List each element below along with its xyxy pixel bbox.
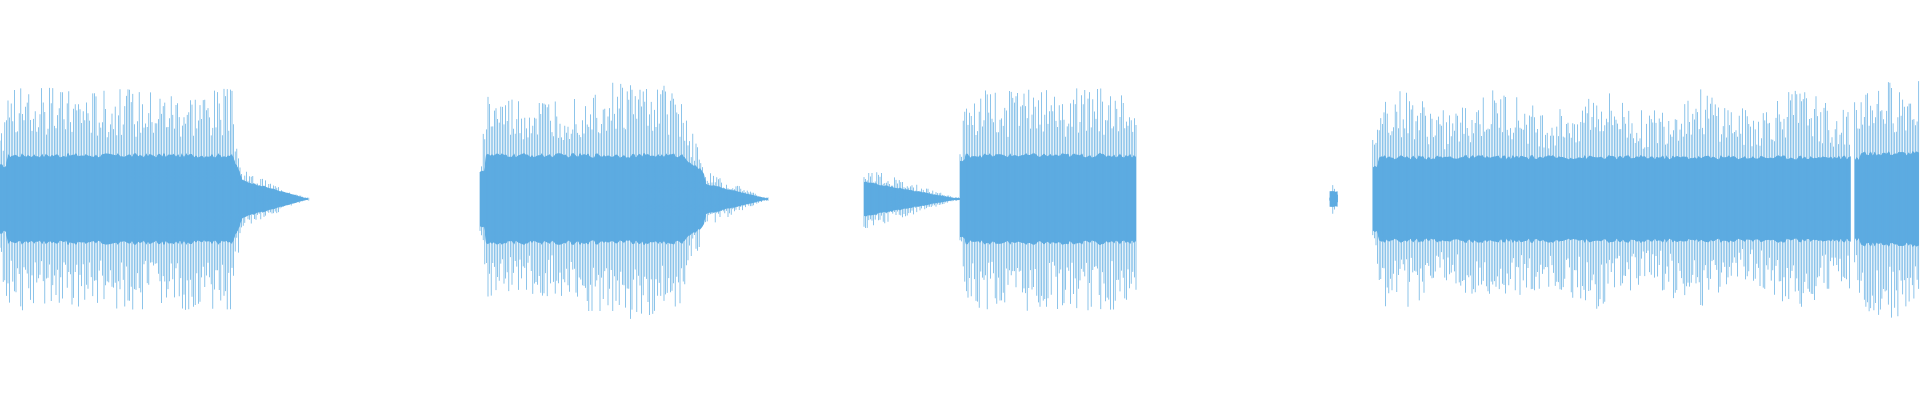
waveform-spikes: [0, 87, 310, 311]
waveform-spikes: [1854, 81, 1920, 318]
waveform-spikes: [863, 172, 959, 228]
waveform-spikes: [1329, 185, 1338, 214]
waveform-core: [1329, 191, 1338, 207]
waveform-segment-5: [1329, 185, 1338, 214]
waveform-segment-3: [863, 172, 960, 228]
waveform-spikes: [959, 88, 1137, 311]
waveform-segment-6: [1372, 89, 1851, 309]
waveform-segment-1: [0, 87, 310, 311]
waveform-segment-4: [959, 88, 1137, 311]
waveform-segment-2: [479, 82, 769, 319]
waveform-spikes: [1372, 89, 1850, 309]
waveform-segment-7: [1854, 81, 1920, 318]
waveform-spikes: [479, 82, 769, 319]
